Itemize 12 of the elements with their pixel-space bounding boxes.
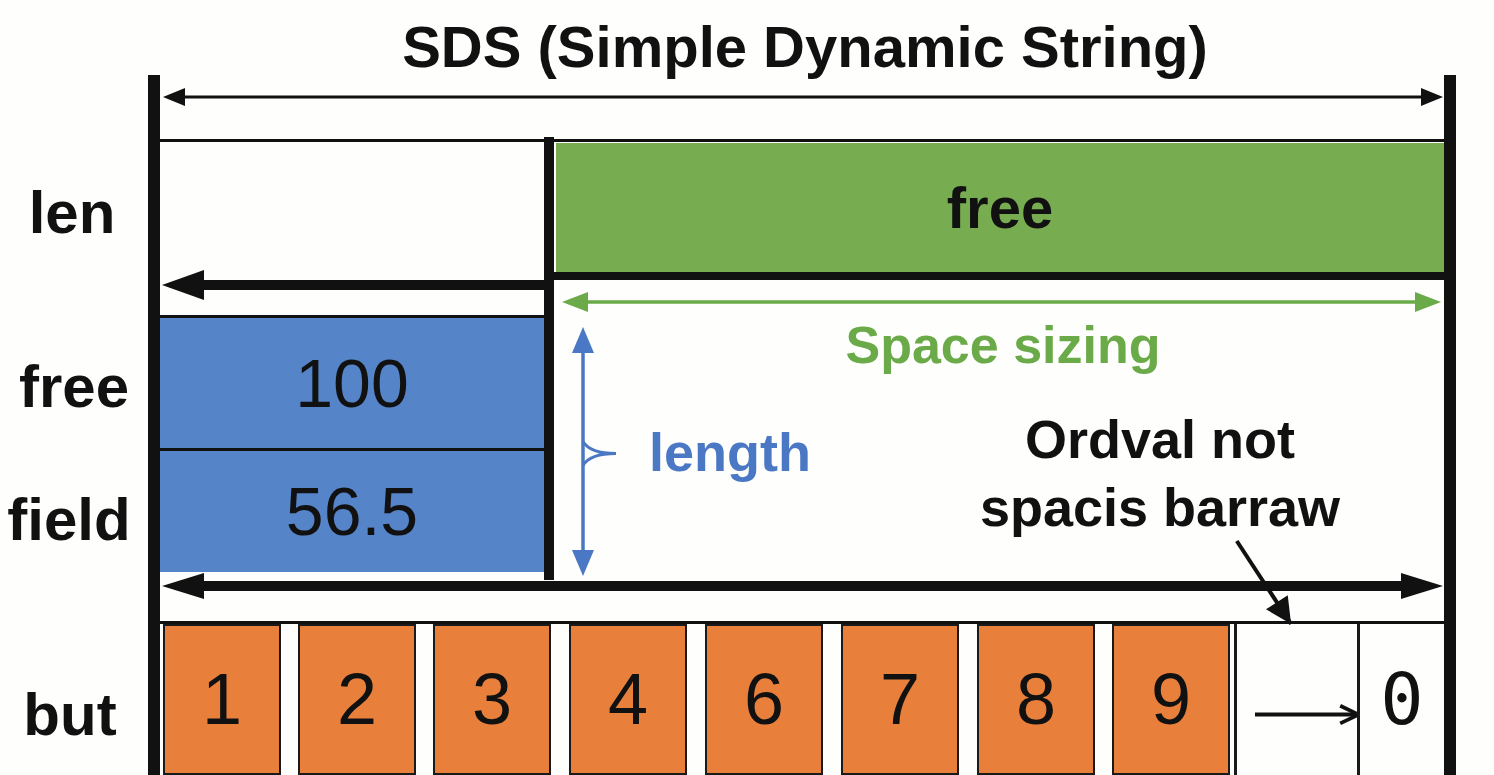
header-field-box: 100 xyxy=(160,318,544,448)
row-label: free xyxy=(18,353,130,421)
dimension-label: Space sizing xyxy=(845,315,1161,375)
row-label: field xyxy=(7,486,131,554)
dimension-label: length xyxy=(649,421,811,483)
title: SDS (Simple Dynamic String) xyxy=(402,14,1208,80)
buffer-cell: 1 xyxy=(163,624,281,775)
buffer-cell: 2 xyxy=(298,624,416,775)
row-label: len xyxy=(28,179,116,247)
row-label: but xyxy=(23,681,117,749)
buffer-cell: 3 xyxy=(433,624,551,775)
header-field-box: 56.5 xyxy=(160,451,544,572)
